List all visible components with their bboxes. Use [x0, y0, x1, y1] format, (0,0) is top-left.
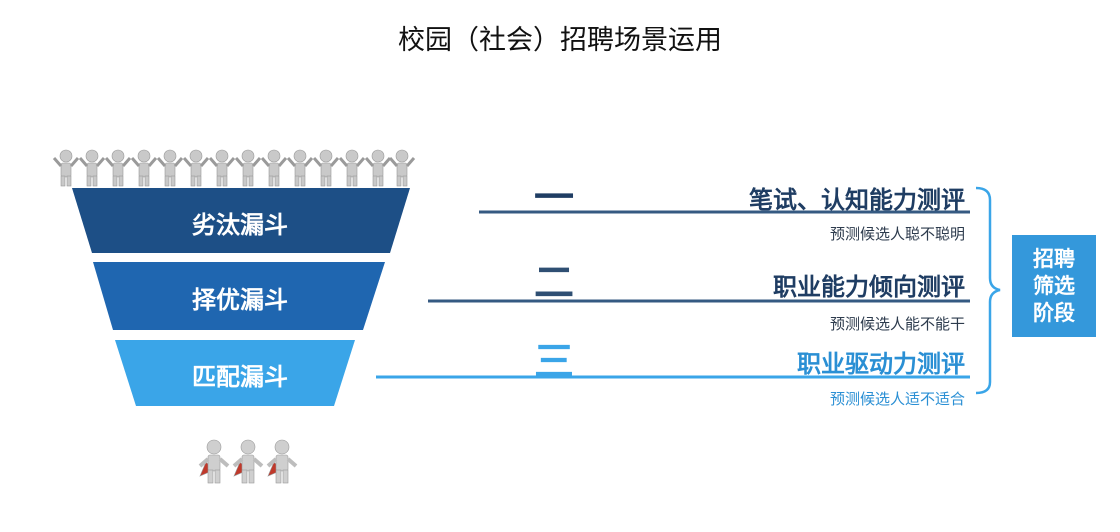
stage-heading-1: 笔试、认知能力测评 [749, 186, 965, 214]
person-figure-icon [182, 149, 210, 187]
funnel-segment-3 [115, 340, 355, 406]
badge-line-3: 阶段 [1033, 300, 1075, 325]
bottom-figures [198, 439, 298, 484]
recruit-stage-badge: 招聘 筛选 阶段 [1012, 235, 1096, 337]
person-figure-icon [364, 149, 392, 187]
crowd-figures [52, 149, 416, 187]
person-figure-icon [52, 149, 80, 187]
funnel-label-1: 劣汰漏斗 [192, 211, 288, 239]
person-figure-icon [260, 149, 288, 187]
stage-sub-3: 预测候选人适不适合 [829, 390, 965, 408]
funnel-label-3: 匹配漏斗 [192, 363, 288, 391]
person-figure-icon [388, 149, 416, 187]
person-figure-icon [156, 149, 184, 187]
stage-sub-2: 预测候选人能不能干 [829, 315, 965, 333]
person-figure-icon [234, 149, 262, 187]
stage-sub-1: 预测候选人聪不聪明 [829, 225, 965, 243]
person-figure-icon [104, 149, 132, 187]
bracket [975, 186, 1001, 395]
person-figure-icon [78, 149, 106, 187]
person-figure-icon [286, 149, 314, 187]
funnel-segment-2 [93, 262, 385, 330]
person-figure-icon [130, 149, 158, 187]
funnel-segment-1 [72, 188, 410, 253]
hero-figure-icon [198, 439, 230, 484]
hero-figure-icon [232, 439, 264, 484]
person-figure-icon [338, 149, 366, 187]
stage-number-3: 三 [534, 339, 574, 385]
stage-number-2: 二 [534, 260, 574, 306]
stage-number-1: 一 [534, 175, 574, 221]
funnel-label-2: 择优漏斗 [192, 286, 288, 314]
stage-heading-2: 职业能力倾向测评 [773, 273, 965, 301]
page-title: 校园（社会）招聘场景运用 [398, 25, 722, 56]
stage-heading-3: 职业驱动力测评 [797, 350, 965, 378]
badge-line-2: 筛选 [1033, 273, 1075, 298]
hero-figure-icon [266, 439, 298, 484]
person-figure-icon [208, 149, 236, 187]
badge-line-1: 招聘 [1033, 246, 1075, 271]
person-figure-icon [312, 149, 340, 187]
